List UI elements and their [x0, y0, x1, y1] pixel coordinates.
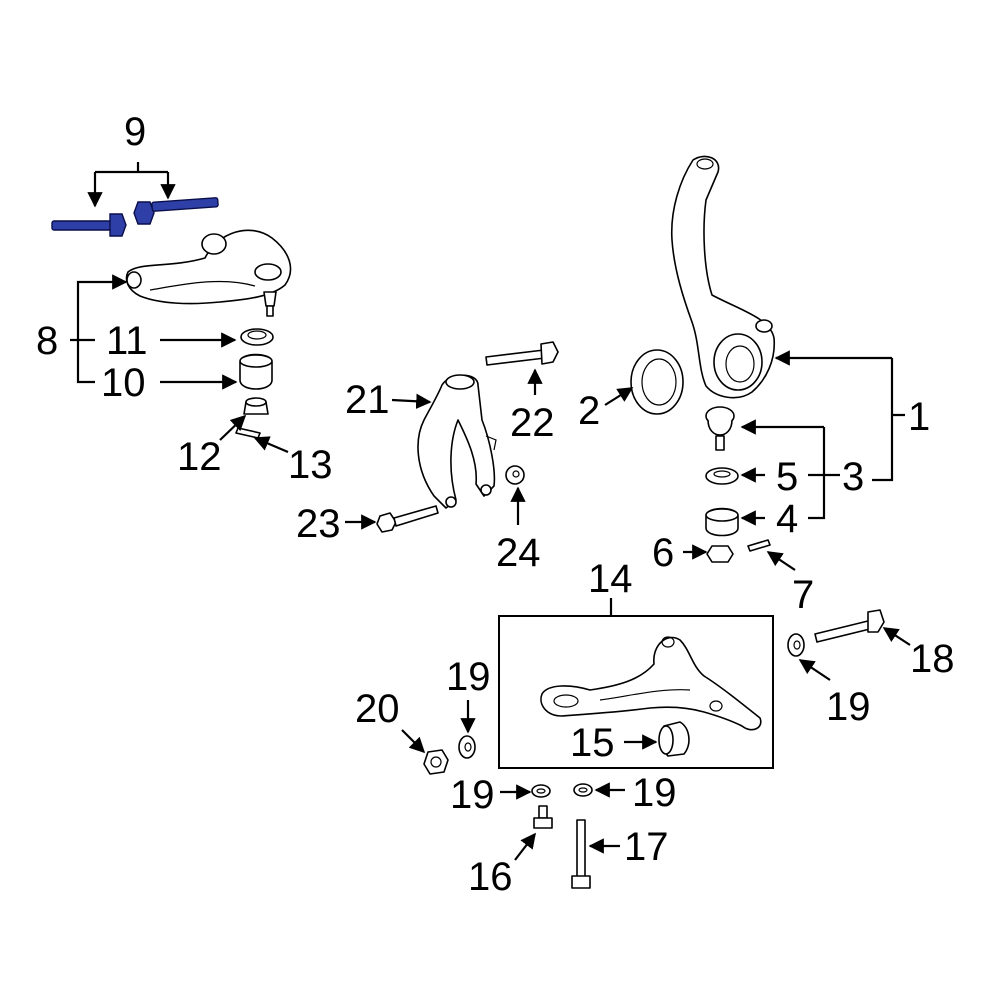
- washer-left[interactable]: [458, 735, 476, 759]
- fork-lower-bolt[interactable]: [376, 505, 439, 533]
- leader-lines: [70, 162, 911, 861]
- callout-16: 16: [468, 855, 513, 899]
- callout-9: 9: [124, 110, 146, 154]
- callout-19-right: 19: [826, 685, 871, 729]
- callout-4: 4: [776, 497, 798, 541]
- washer-lower-left[interactable]: [531, 784, 551, 798]
- callout-13: 13: [288, 443, 333, 487]
- callout-19-left: 19: [446, 655, 491, 699]
- lower-cotter-pin[interactable]: [747, 539, 771, 552]
- callout-19-lower-left: 19: [450, 773, 495, 817]
- upper-ball-joint-washer[interactable]: [240, 328, 274, 346]
- lower-arm-nut[interactable]: [423, 749, 449, 775]
- ball-joint-boot[interactable]: [705, 507, 739, 537]
- callout-2: 2: [578, 389, 600, 433]
- callout-10: 10: [101, 361, 146, 405]
- callout-12: 12: [177, 435, 222, 479]
- callout-14: 14: [588, 557, 633, 601]
- upper-cotter-pin[interactable]: [235, 427, 261, 439]
- upper-arm-bolt-left[interactable]: [51, 213, 127, 237]
- upper-ball-joint-boot[interactable]: [239, 353, 273, 390]
- callout-3: 3: [842, 455, 864, 499]
- fork-pinch-bolt[interactable]: [485, 341, 559, 366]
- callout-7: 7: [792, 573, 814, 617]
- upper-arm-bolt-right[interactable]: [133, 197, 219, 225]
- upper-control-arm[interactable]: [125, 229, 292, 317]
- callout-20: 20: [355, 687, 400, 731]
- lower-arm-bushing[interactable]: [658, 721, 690, 757]
- callout-11: 11: [106, 319, 148, 363]
- callout-18: 18: [910, 637, 955, 681]
- ball-joint-washer[interactable]: [705, 467, 739, 485]
- dust-seal[interactable]: [630, 349, 684, 415]
- callout-21: 21: [345, 378, 390, 422]
- callout-22: 22: [510, 401, 555, 445]
- lower-ball-joint[interactable]: [705, 406, 735, 451]
- compliance-bolt[interactable]: [533, 805, 553, 829]
- callout-6: 6: [652, 531, 674, 575]
- lower-arm-rear-bolt[interactable]: [571, 819, 591, 889]
- washer-lower-right[interactable]: [573, 783, 593, 797]
- lower-arm-front-bolt[interactable]: [814, 609, 885, 643]
- upper-castle-nut[interactable]: [243, 397, 269, 415]
- callout-23: 23: [296, 502, 341, 546]
- callout-19-lower-right: 19: [632, 771, 677, 815]
- callout-8: 8: [36, 319, 58, 363]
- callout-1: 1: [908, 395, 930, 439]
- callout-17: 17: [624, 825, 669, 869]
- fork-flange-nut[interactable]: [505, 465, 525, 485]
- washer-right[interactable]: [787, 633, 805, 657]
- callout-15: 15: [570, 721, 615, 765]
- lower-arm-group-box: [498, 615, 774, 769]
- lower-castle-nut[interactable]: [706, 545, 734, 563]
- damper-fork[interactable]: [417, 374, 497, 509]
- lower-control-arm[interactable]: [540, 636, 762, 731]
- callout-5: 5: [776, 455, 798, 499]
- steering-knuckle[interactable]: [670, 155, 776, 399]
- callout-24: 24: [496, 531, 541, 575]
